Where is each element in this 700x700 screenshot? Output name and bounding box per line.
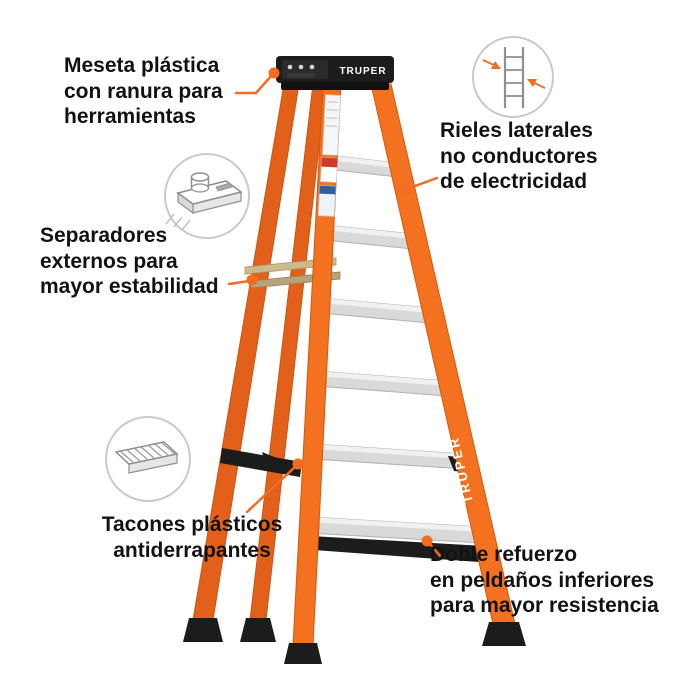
cap-tool-slot: [287, 73, 315, 77]
top-cap-brand-label: TRUPER: [339, 66, 386, 77]
rear-brace-small: [262, 452, 294, 471]
rail-sticker: [317, 185, 337, 217]
callout-line-tacones: [245, 465, 297, 514]
callout-text-refuerzo: Doble refuerzo en peldaños inferiores pa…: [430, 543, 659, 618]
foot: [284, 643, 322, 664]
callout-text-separadores: Separadores externos para mayor estabili…: [40, 224, 219, 299]
step: [320, 297, 431, 324]
top-cap: TRUPER: [276, 56, 394, 90]
callout-text-rieles: Rieles laterales no conductores de elect…: [440, 119, 598, 194]
foot: [183, 618, 223, 642]
rail-stickers: [317, 94, 341, 217]
foot: [482, 622, 526, 646]
ladder: TRUPER TRUPER: [183, 56, 526, 664]
side-rails-icon: [472, 36, 554, 118]
rail-sticker: [319, 157, 339, 183]
callout-dot-tacones: [292, 458, 304, 470]
callout-line-rieles: [402, 176, 439, 192]
callout-dot-rieles: [396, 185, 408, 197]
callout-line-separadores: [227, 279, 251, 286]
foot-pad-icon: [105, 416, 191, 502]
step: [324, 224, 414, 250]
step: [312, 443, 466, 470]
step: [316, 370, 448, 397]
callout-dot-refuerzo: [421, 535, 433, 547]
callout-line-meseta: [234, 73, 274, 95]
callout-text-tacones: Tacones plásticos antiderrapantes: [101, 513, 283, 562]
cap-hole: [287, 64, 293, 70]
callout-text-meseta: Meseta plástica con ranura para herramie…: [64, 54, 223, 129]
top-platform-icon: [164, 153, 250, 239]
steps: [308, 154, 483, 544]
foot: [240, 618, 276, 642]
cap-hole: [309, 64, 315, 70]
callout-dot-separadores: [246, 274, 258, 286]
feet: [183, 618, 526, 664]
callout-line-refuerzo: [427, 541, 443, 559]
callout-lines: [227, 73, 443, 559]
callout-dots: [246, 67, 433, 547]
cap-hole: [298, 64, 304, 70]
rear-brace: [220, 448, 302, 477]
rail-sticker: [322, 94, 341, 156]
callout-dot-meseta: [268, 67, 280, 79]
